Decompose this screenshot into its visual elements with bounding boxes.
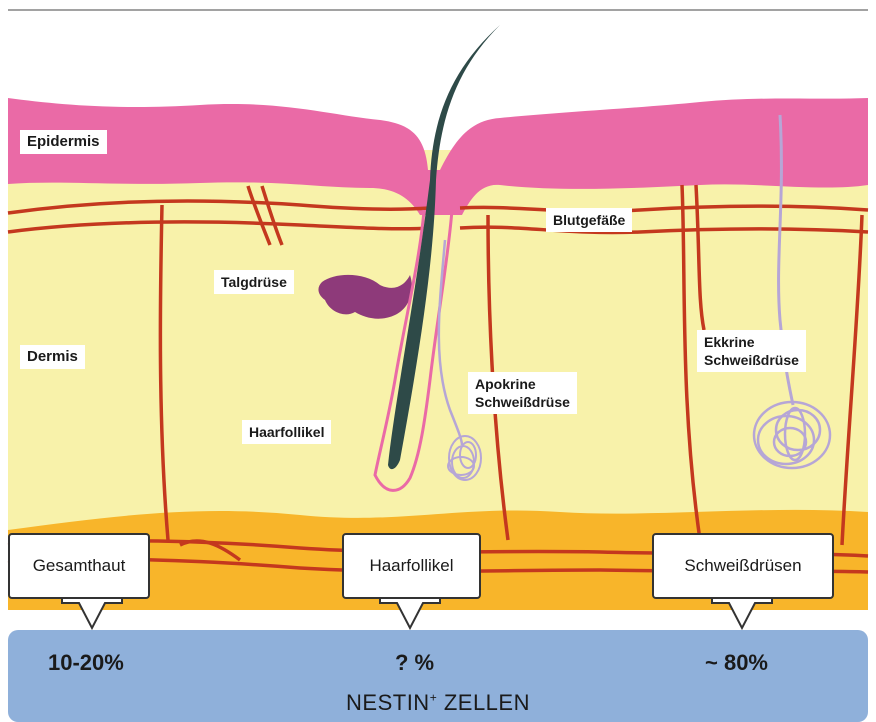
label-ekkrine-schweissdruese: Ekkrine Schweißdrüse	[697, 330, 806, 372]
label-haarfollikel-tissue: Haarfollikel	[242, 420, 331, 444]
footer-title: NESTIN+ ZELLEN	[0, 690, 876, 716]
callout-schweissdruesen: Schweißdrüsen	[652, 533, 834, 599]
footer-title-rest: ZELLEN	[437, 690, 530, 715]
label-talgdruese: Talgdrüse	[214, 270, 294, 294]
callout-gesamthaut: Gesamthaut	[8, 533, 150, 599]
value-schweissdruesen: ~ 80%	[705, 650, 768, 676]
value-gesamthaut: 10-20%	[48, 650, 124, 676]
label-epidermis: Epidermis	[20, 130, 107, 154]
callout-haarfollikel: Haarfollikel	[342, 533, 481, 599]
label-apokrine-schweissdruese: Apokrine Schweißdrüse	[468, 372, 577, 414]
label-blutgefaesse: Blutgefäße	[546, 208, 632, 232]
footer-title-main: NESTIN	[346, 690, 430, 715]
label-dermis: Dermis	[20, 345, 85, 369]
value-haarfollikel: ? %	[395, 650, 434, 676]
